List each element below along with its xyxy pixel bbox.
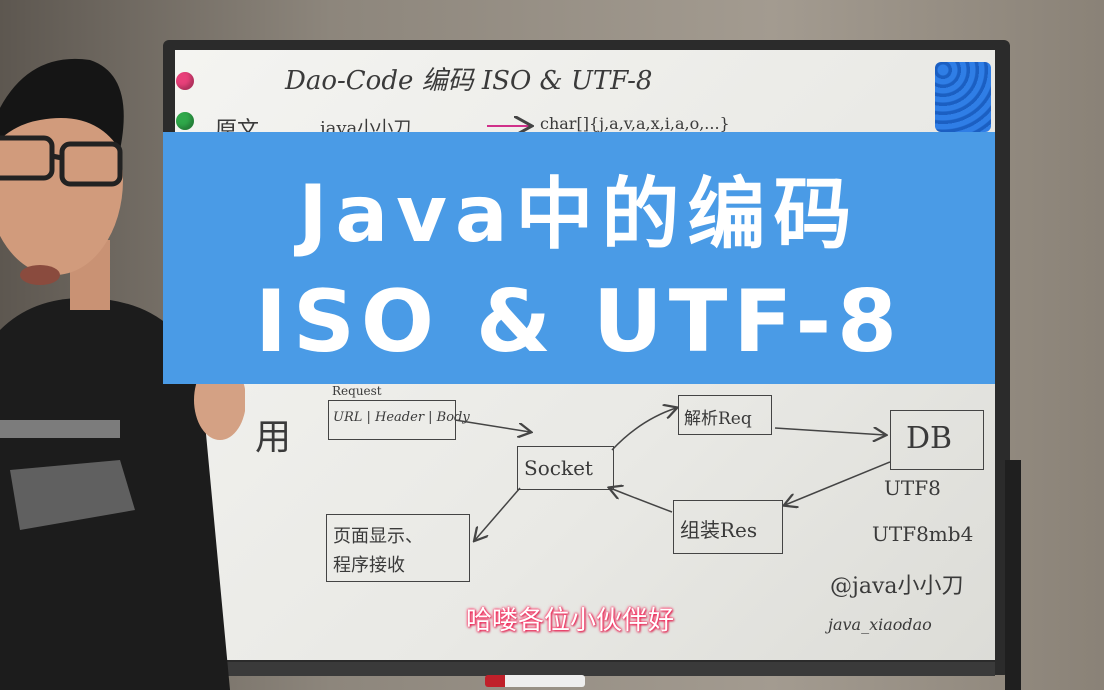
- pink-magnet: [176, 72, 194, 90]
- socket-box: Socket: [517, 446, 614, 490]
- arrow-socket-to-page: [475, 487, 521, 540]
- whiteboard-stand: [1005, 460, 1021, 690]
- request-box-text: URL | Header | Body: [333, 410, 470, 425]
- socket-text: Socket: [524, 456, 593, 480]
- whiteboard-line2-right: char[]{j,a,v,a,x,i,a,o,...}: [540, 114, 730, 133]
- whiteboard-handle: @java小小刀: [830, 574, 964, 599]
- video-subtitle: 哈喽各位小伙伴好: [465, 606, 674, 636]
- assemble-res-box: 组装Res: [673, 500, 783, 554]
- parse-req-text: 解析Req: [684, 409, 752, 429]
- page-display-box: 页面显示、 程序接收: [326, 514, 470, 582]
- arrow-socket-to-parse: [611, 408, 676, 451]
- banner-title-line1: Java中的编码: [298, 170, 860, 260]
- whiteboard-account: java_xiaodao: [828, 615, 932, 634]
- page-display-line1: 页面显示、: [333, 526, 423, 547]
- arrow-db-to-assemble: [785, 461, 891, 505]
- db-text: DB: [906, 421, 953, 456]
- arrow-parse-to-db: [774, 428, 885, 435]
- assemble-res-text: 组装Res: [680, 518, 758, 542]
- arrow-request-to-socket: [454, 419, 530, 432]
- request-label: Request: [332, 384, 382, 398]
- page-display-line2: 程序接收: [333, 555, 405, 576]
- banner-title-line2: ISO & UTF-8: [254, 272, 904, 372]
- arrow-assemble-to-socket: [610, 488, 673, 513]
- presenter: [0, 58, 245, 690]
- whiteboard-tray: [180, 662, 995, 676]
- title-banner: Java中的编码 ISO & UTF-8: [163, 132, 995, 384]
- green-magnet: [176, 112, 194, 130]
- charset-utf8mb4: UTF8mb4: [872, 522, 974, 546]
- charset-utf8: UTF8: [884, 476, 941, 500]
- whiteboard-marker: [485, 675, 585, 687]
- eraser-sponge: [935, 62, 991, 132]
- whiteboard-heading: Dao-Code 编码 ISO & UTF-8: [285, 66, 653, 96]
- db-box: DB: [890, 410, 984, 470]
- whiteboard-side-char: 用: [255, 417, 292, 458]
